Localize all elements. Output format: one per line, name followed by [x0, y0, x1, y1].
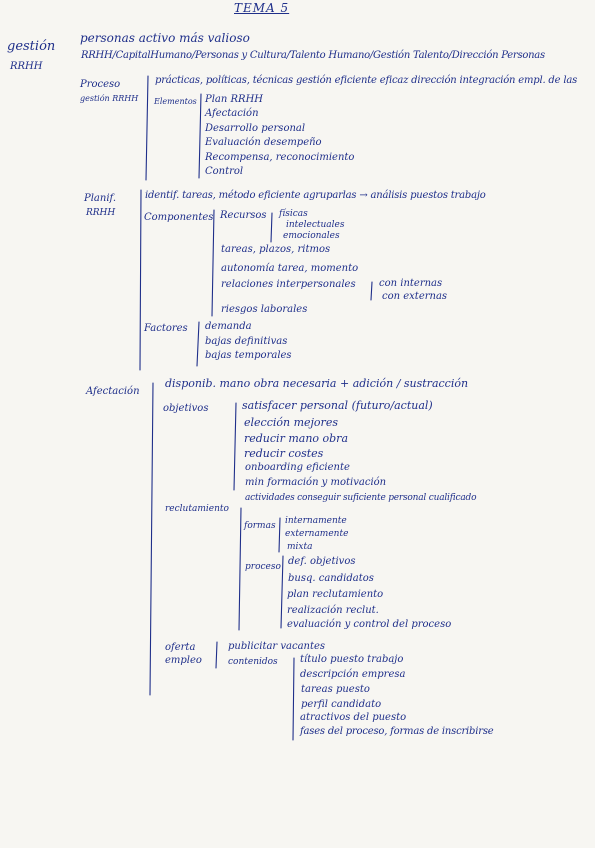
elemento-item: Recompensa, reconocimiento [205, 152, 355, 163]
contenidos-label: contenidos [228, 657, 278, 667]
recursos-item: emocionales [283, 231, 340, 241]
forma-item: mixta [287, 542, 313, 552]
proceso-label-2: gestión RRHH [80, 94, 139, 103]
componente-item: autonomía tarea, momento [221, 263, 359, 274]
gestion-acronym: RRHH [10, 61, 43, 72]
page-title: TEMA 5 [234, 1, 290, 15]
contenido-item: fases del proceso, formas de inscribirse [300, 726, 494, 737]
recursos-label: Recursos [220, 210, 267, 221]
reclutamiento-label: reclutamiento [165, 504, 229, 514]
factor-item: bajas definitivas [205, 336, 288, 347]
componente-item: relaciones interpersonales [221, 279, 356, 290]
objetivos-label: objetivos [163, 403, 209, 414]
elemento-item: Afectación [205, 108, 259, 119]
contenido-item: título puesto trabajo [300, 654, 404, 665]
contenido-item: atractivos del puesto [300, 712, 407, 723]
objetivo-item: reducir mano obra [244, 432, 349, 445]
componentes-label: Componentes [144, 212, 214, 223]
gestion-label: gestión [7, 39, 56, 54]
objetivo-item: min formación y motivación [245, 477, 387, 488]
proceso-recl-label: proceso [245, 562, 281, 572]
planif-label-2: RRHH [86, 208, 116, 218]
proceso-recl-item: def. objetivos [288, 556, 356, 567]
proceso-label-1: Proceso [80, 79, 121, 90]
recursos-item: intelectuales [286, 220, 345, 230]
reclutamiento-definition: actividades conseguir suficiente persona… [245, 493, 477, 503]
afectacion-label: Afectación [86, 386, 140, 397]
oferta-label-2: empleo [165, 655, 202, 666]
factores-label: Factores [144, 323, 188, 334]
recursos-item: físicas [279, 209, 308, 219]
relaciones-item: con externas [382, 291, 448, 302]
proceso-recl-item: evaluación y control del proceso [287, 619, 452, 630]
componente-item: tareas, plazos, ritmos [221, 244, 331, 255]
intro-line-2: RRHH/CapitalHumano/Personas y Cultura/Ta… [81, 50, 545, 61]
objetivo-item: satisfacer personal (futuro/actual) [242, 399, 433, 412]
elemento-item: Control [205, 166, 244, 177]
publicitar-line: publicitar vacantes [228, 641, 326, 652]
factor-item: demanda [205, 321, 252, 332]
objetivo-item: reducir costes [244, 447, 324, 460]
forma-item: externamente [285, 529, 349, 539]
disponib-line: disponib. mano obra necesaria + adición … [165, 377, 469, 390]
contenido-item: perfil candidato [301, 699, 382, 710]
elemento-item: Evaluación desempeño [205, 137, 322, 148]
proceso-recl-item: busq. candidatos [288, 573, 374, 584]
objetivo-item: elección mejores [244, 416, 338, 429]
planif-label-1: Planif. [84, 193, 117, 204]
elementos-label: Elementos [154, 97, 197, 106]
elemento-item: Plan RRHH [205, 94, 264, 105]
formas-label: formas [244, 521, 276, 531]
contenido-item: descripción empresa [300, 669, 406, 680]
proceso-recl-item: realización reclut. [287, 605, 379, 616]
contenido-item: tareas puesto [301, 684, 370, 695]
forma-item: internamente [285, 516, 347, 526]
oferta-label-1: oferta [165, 642, 196, 653]
objetivo-item: onboarding eficiente [245, 462, 350, 473]
proceso-definition: prácticas, políticas, técnicas gestión e… [155, 75, 578, 86]
planif-definition: identif. tareas, método eficiente agrupa… [145, 190, 486, 201]
componente-item: riesgos laborales [221, 304, 308, 315]
intro-line-1: personas activo más valioso [80, 31, 250, 45]
elemento-item: Desarrollo personal [205, 123, 306, 134]
proceso-recl-item: plan reclutamiento [287, 589, 384, 600]
relaciones-item: con internas [379, 278, 443, 289]
factor-item: bajas temporales [205, 350, 292, 361]
